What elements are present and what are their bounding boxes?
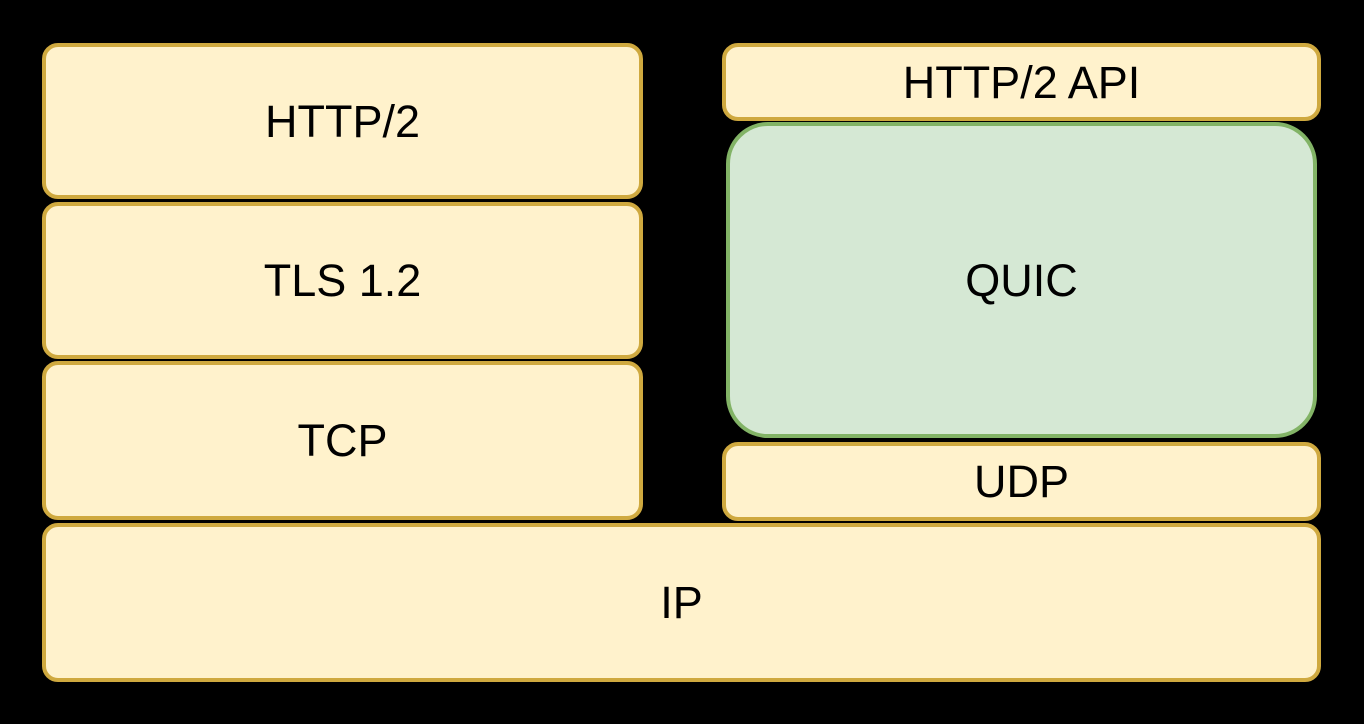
ip-label: IP xyxy=(660,577,703,628)
tcp-box: TCP xyxy=(42,361,643,520)
ip-box: IP xyxy=(42,523,1321,682)
tcp-label: TCP xyxy=(297,415,388,466)
quic-box: QUIC xyxy=(726,122,1317,438)
quic-label: QUIC xyxy=(965,254,1078,306)
tls-label: TLS 1.2 xyxy=(263,255,422,306)
http2-api-box: HTTP/2 API xyxy=(722,43,1321,121)
http2-box: HTTP/2 xyxy=(42,43,643,199)
http2-label: HTTP/2 xyxy=(264,95,421,147)
udp-label: UDP xyxy=(973,456,1069,507)
tls-box: TLS 1.2 xyxy=(42,202,643,359)
udp-box: UDP xyxy=(722,442,1321,521)
http2-api-label: HTTP/2 API xyxy=(902,56,1141,108)
